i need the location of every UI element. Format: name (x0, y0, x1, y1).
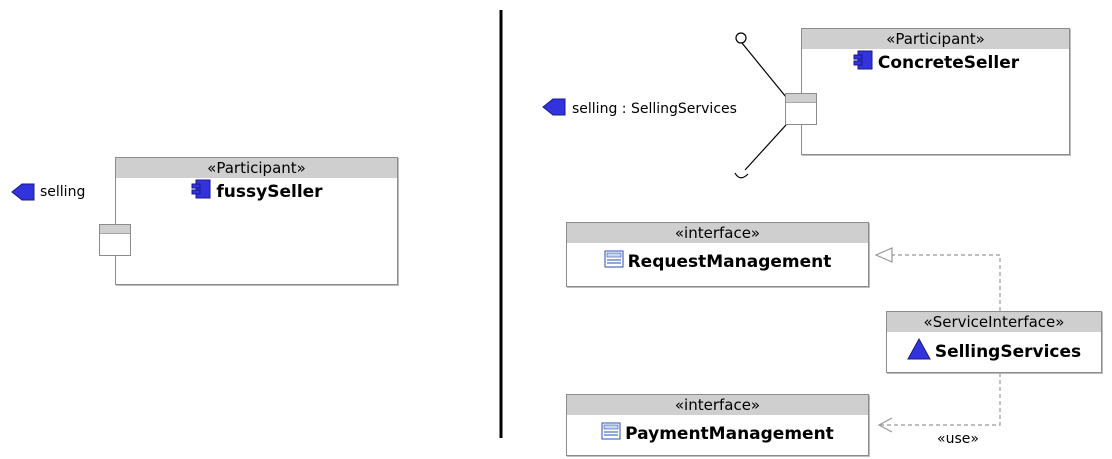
provided-interface-ball (735, 32, 747, 44)
left-port-label: selling (40, 184, 86, 200)
interface-name: PaymentManagement (625, 423, 834, 444)
interface-name-row: RequestManagement (567, 250, 868, 273)
service-interface-icon (906, 337, 931, 365)
interface-name: RequestManagement (627, 251, 832, 272)
port-icon[interactable] (541, 95, 567, 123)
participant-stereotype: «Participant» (116, 158, 397, 178)
service-interface-stereotype: «ServiceInterface» (887, 312, 1101, 332)
selling-services-service-interface[interactable]: «ServiceInterface» SellingServices (886, 311, 1102, 373)
provided-interface-stem (741, 42, 787, 98)
required-interface-socket (734, 172, 749, 179)
participant-name: ConcreteSeller (877, 52, 1020, 73)
fussy-seller-participant[interactable]: «Participant» fussySeller (115, 157, 398, 285)
right-port-label: selling : SellingServices (572, 101, 737, 117)
interface-stereotype: «interface» (567, 223, 868, 243)
realization-arrowhead (874, 247, 893, 263)
interface-icon (601, 422, 621, 445)
required-interface-stem (744, 124, 787, 171)
interface-stereotype: «interface» (567, 395, 868, 415)
participant-stereotype: «Participant» (802, 29, 1069, 49)
payment-management-interface[interactable]: «interface» PaymentManagement (566, 394, 869, 456)
usage-arrowhead (877, 417, 893, 433)
service-interface-name-row: SellingServices (887, 337, 1101, 365)
interface-name-row: PaymentManagement (567, 422, 868, 445)
port-icon[interactable] (10, 180, 36, 208)
interface-icon (604, 250, 624, 273)
usage-connector (879, 373, 1001, 426)
left-port[interactable] (99, 224, 131, 256)
right-port[interactable] (785, 93, 817, 125)
component-icon (190, 178, 212, 205)
concrete-seller-participant[interactable]: «Participant» ConcreteSeller (801, 28, 1070, 155)
participant-name-row: fussySeller (116, 178, 397, 205)
participant-name: fussySeller (216, 181, 323, 202)
request-management-interface[interactable]: «interface» RequestManagement (566, 222, 869, 287)
realization-connector (878, 254, 1001, 311)
participant-name-row: ConcreteSeller (802, 49, 1069, 76)
component-icon (852, 49, 874, 76)
use-dependency-label: «use» (937, 431, 979, 447)
service-interface-name: SellingServices (934, 341, 1082, 362)
